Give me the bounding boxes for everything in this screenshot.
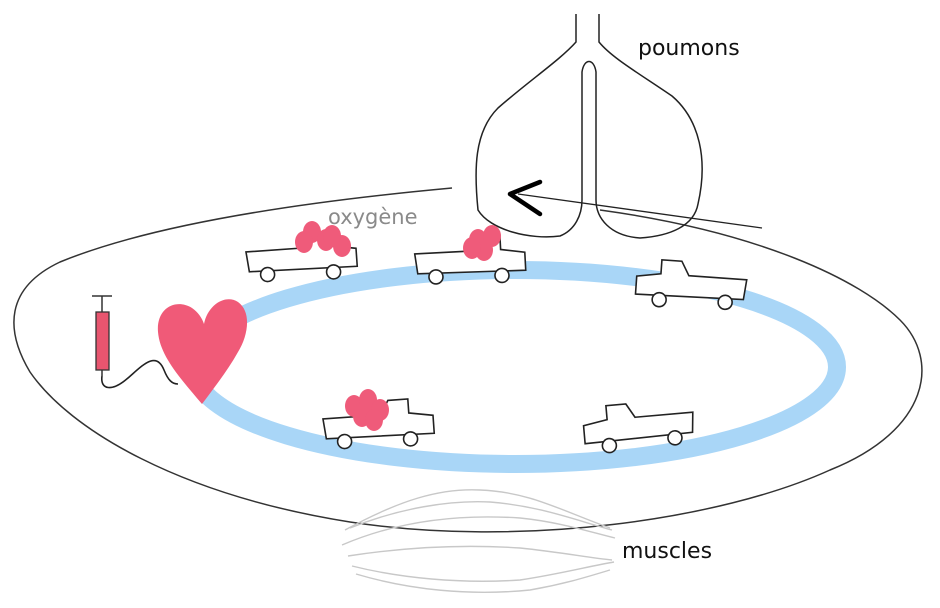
trucks-layer: [245, 221, 748, 455]
truck-wheel: [718, 295, 733, 310]
truck-wheel: [667, 430, 682, 445]
arrow-left-icon: [510, 182, 762, 228]
truck-wheel: [260, 267, 275, 282]
lungs-label: poumons: [638, 36, 740, 61]
truck-wheel: [429, 270, 444, 285]
truck-wheel: [652, 292, 667, 307]
heart-icon: [158, 299, 247, 404]
oxygen-cell: [295, 231, 313, 253]
truck-wheel: [337, 434, 352, 449]
truck-wheel: [602, 438, 617, 453]
oxygen-cell: [463, 237, 481, 259]
truck-wheel: [495, 268, 510, 283]
truck-top-right: [635, 258, 748, 313]
truck-wheel: [403, 431, 418, 446]
muscles-icon: [342, 490, 615, 592]
oxygen-label: oxygène: [328, 205, 418, 229]
muscles-label: muscles: [622, 539, 712, 564]
truck-wheel: [326, 264, 341, 279]
oxygen-cell: [365, 409, 383, 431]
